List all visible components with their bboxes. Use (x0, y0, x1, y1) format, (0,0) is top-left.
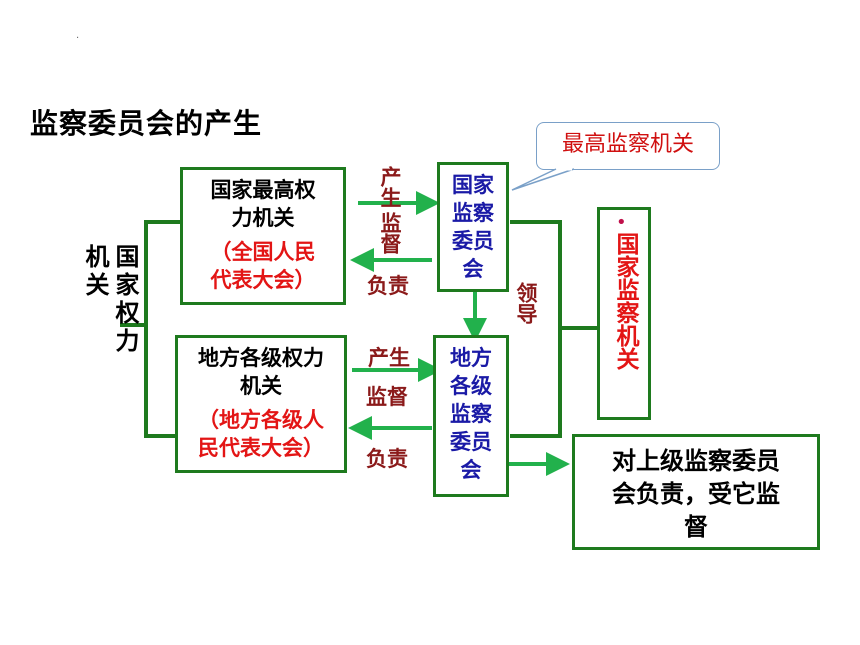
result-line2: 会负责，受它监 (612, 480, 780, 508)
top-produce-label: 产生 (378, 166, 402, 208)
national-supervisory-organ-label: 国家监察机关 (612, 232, 638, 370)
bullet-dot: • (616, 212, 627, 233)
page-title: 监察委员会的产生 (30, 107, 263, 140)
result-line1: 对上级监察委员 (612, 447, 780, 475)
national-power-sub1: （全国人民 (210, 240, 316, 264)
left-bracket (144, 220, 180, 438)
result-line3: 督 (684, 513, 708, 541)
local-power-sub2: 民代表大会） (198, 436, 324, 460)
national-power-box: 国家最高权 力机关 （全国人民 代表大会） (180, 167, 346, 305)
bottom-supervise-label: 监督 (366, 385, 408, 409)
bottom-responsible-label: 负责 (366, 447, 408, 471)
local-power-box: 地方各级权力 机关 （地方各级人 民代表大会） (175, 335, 347, 473)
local-power-line1: 地方各级权力 (198, 346, 324, 370)
top-responsible-label: 负责 (367, 274, 409, 298)
local-power-line2: 机关 (240, 374, 282, 398)
national-commission-box: 国家监察委员会 (437, 162, 509, 292)
callout-supreme-organ: 最高监察机关 (536, 122, 720, 170)
lead-label: 领导 (514, 282, 538, 324)
bottom-produce-label: 产生 (368, 346, 410, 370)
national-supervisory-organ-box: • 国家监察机关 (597, 207, 651, 420)
local-commission-box: 地方各级监察委员会 (433, 335, 509, 497)
local-power-sub1: （地方各级人 (198, 408, 324, 432)
stray-dot: . (76, 30, 80, 41)
national-commission-label: 国家监察委员会 (452, 173, 494, 281)
national-power-line1: 国家最高权 (210, 178, 316, 202)
left-label: 国家权力机关 (81, 244, 139, 356)
top-supervise-label: 监督 (378, 212, 402, 254)
national-power-line2: 力机关 (231, 206, 295, 230)
result-box: 对上级监察委员 会负责，受它监 督 (572, 434, 820, 550)
national-power-sub2: 代表大会） (210, 268, 316, 292)
local-commission-label: 地方各级监察委员会 (450, 346, 492, 482)
